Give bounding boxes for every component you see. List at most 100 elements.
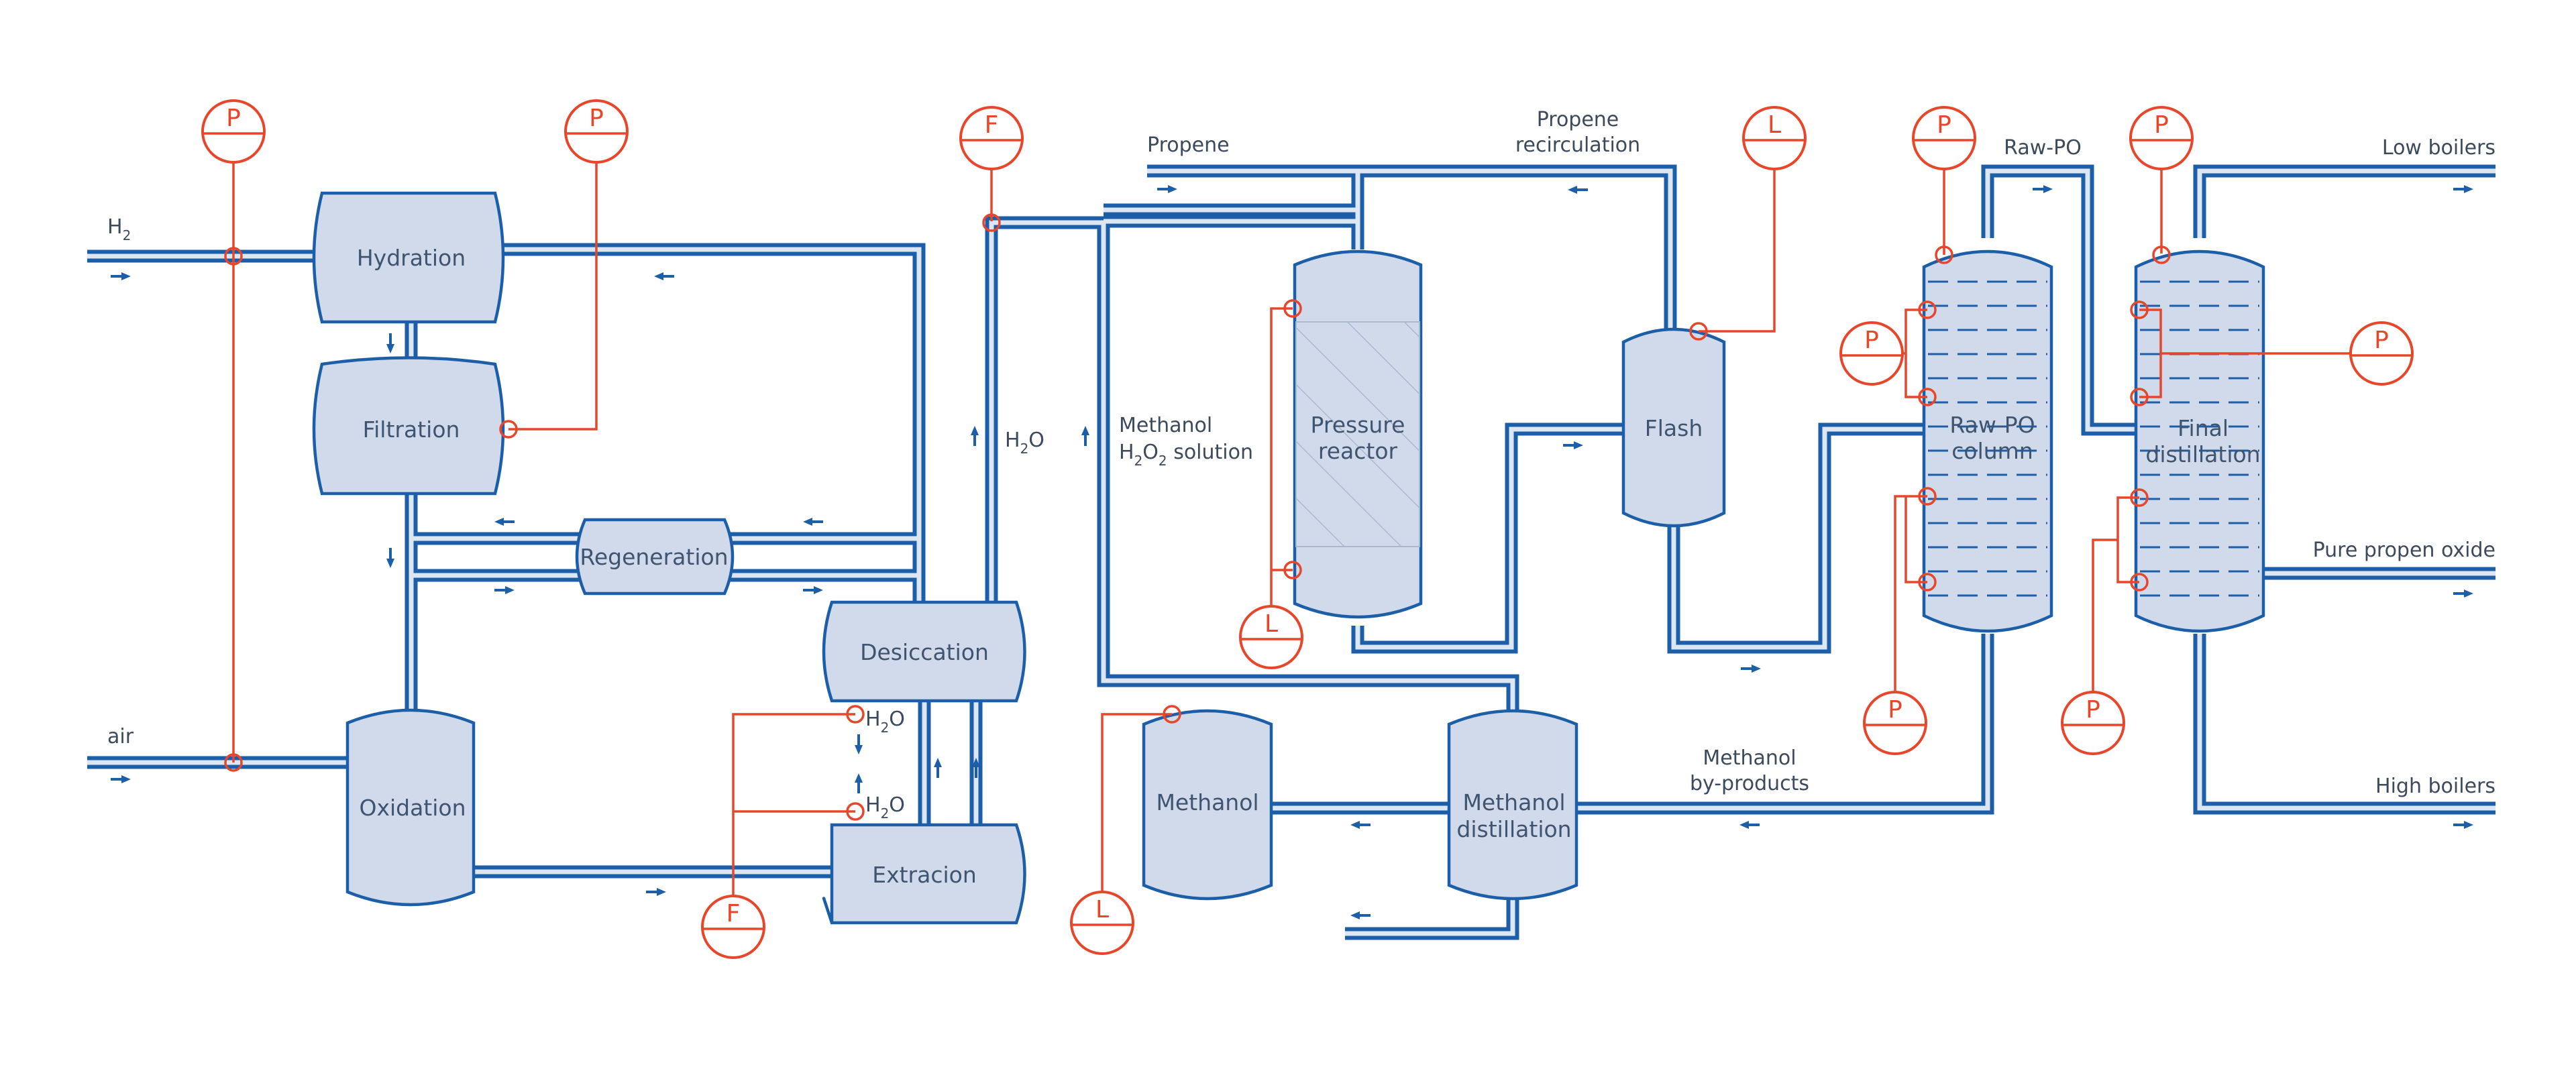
final-distillation-label-1: Final — [2178, 415, 2229, 441]
instrument-bubbles: P P F L P P P P L P P F L — [201, 99, 2414, 959]
h2o-label-top: H2O — [1005, 429, 1044, 457]
flow-arrow-icon — [803, 518, 823, 526]
methanol-distillation-label-2: distillation — [1456, 816, 1571, 842]
level-indicator-icon: L — [1239, 605, 1303, 669]
flow-arrow-icon — [2453, 821, 2473, 829]
level-indicator-icon: L — [1070, 891, 1134, 955]
desiccation-vessel — [822, 600, 1026, 703]
instrument-letter: P — [1864, 327, 1879, 354]
flow-arrow-icon — [2453, 589, 2473, 598]
raw-po-label: Raw-PO — [2004, 136, 2082, 160]
pipe-inner-16 — [1355, 427, 1623, 650]
flash-vessel — [1621, 327, 1726, 528]
pipe-outer-8 — [985, 216, 1104, 602]
pressure-indicator-icon: P — [2061, 691, 2125, 755]
methanol-byproducts-label-2: by-products — [1690, 772, 1809, 795]
flow-arrow-icon — [2453, 185, 2473, 193]
instrument-letter: P — [2374, 327, 2389, 354]
methanol-h2o2-label-1: Methanol — [1119, 414, 1212, 437]
final-distillation-label-2: distillation — [2145, 441, 2260, 467]
pipe-network — [87, 164, 2496, 940]
h2o-label-extracion: H2O — [865, 793, 905, 822]
instrument-taps — [224, 213, 2171, 821]
flow-arrow-icon — [1350, 911, 1371, 919]
pressure-indicator-icon: P — [2129, 106, 2194, 170]
instrument-letter: L — [1265, 610, 1278, 638]
methanol-label: Methanol — [1156, 789, 1258, 815]
pipe-inner-1 — [502, 247, 922, 602]
pipe-inner-11 — [1101, 221, 1515, 712]
pipe-inner-18 — [1985, 168, 2136, 432]
air-label: air — [107, 725, 134, 748]
flow-arrow-icon — [1350, 821, 1371, 829]
pressure-reactor-label-2: reactor — [1318, 438, 1398, 464]
methanol-vessel — [1142, 709, 1273, 901]
pipe-outer-19 — [2193, 164, 2496, 238]
vessels — [312, 191, 2265, 925]
raw-po-column-vessel — [1922, 249, 2053, 633]
flow-arrow-icon — [1081, 426, 1089, 446]
flow-arrow-icon — [646, 888, 666, 896]
oxidation-vessel — [345, 708, 476, 907]
pressure-indicator-icon: P — [564, 99, 629, 164]
methanol-distillation-label-1: Methanol — [1462, 789, 1565, 815]
instrument-letter: P — [589, 105, 604, 132]
pipe-inner-22 — [1576, 634, 1990, 811]
final-distillation-vessel — [2134, 249, 2265, 633]
flow-arrow-icon — [972, 758, 980, 778]
flow-arrow-icon — [654, 272, 674, 280]
filtration-label: Filtration — [363, 416, 460, 443]
pressure-indicator-icon: P — [201, 99, 266, 164]
instrument-letter: F — [985, 111, 999, 139]
low-boilers-label: Low boilers — [2382, 136, 2496, 160]
instrument-letter: L — [1768, 111, 1781, 139]
hydration-label: Hydration — [357, 245, 466, 271]
hydration-vessel — [312, 191, 505, 324]
flow-indicator-icon: F — [701, 895, 765, 959]
labels: Hydration Filtration Regeneration Desicc… — [107, 108, 2496, 888]
methanol-distillation-vessel — [1447, 709, 1578, 901]
pressure-indicator-icon: P — [1912, 106, 1976, 170]
desiccation-label: Desiccation — [860, 639, 989, 665]
pressure-indicator-icon: P — [2349, 321, 2414, 386]
extracion-vessel — [822, 823, 1026, 925]
propene-recirculation-label-2: recirculation — [1515, 133, 1640, 157]
h2-label: H2 — [107, 215, 131, 243]
pipe-inner-21 — [2197, 634, 2496, 811]
pressure-indicator-icon: P — [1839, 321, 1904, 386]
pipe-inner-19 — [2197, 168, 2496, 238]
propene-label: Propene — [1147, 133, 1230, 157]
instrument-letter: P — [1888, 696, 1902, 724]
h2o-label-desiccation: H2O — [865, 708, 905, 736]
flow-arrow-icon — [386, 333, 394, 353]
pipe-inner-8 — [989, 220, 1104, 602]
flow-arrow-icon — [494, 518, 515, 526]
pipe-inner-24 — [1345, 899, 1515, 936]
methanol-h2o2-label-2: H2O2 solution — [1119, 441, 1253, 469]
flow-arrow-icon — [1157, 185, 1177, 193]
flow-arrow-icon — [803, 586, 823, 594]
high-boilers-label: High boilers — [2375, 775, 2496, 798]
raw-po-column-label-2: column — [1951, 438, 2033, 464]
propene-recirculation-label-1: Propene — [1537, 108, 1619, 131]
instrument-letter: F — [727, 900, 741, 927]
oxidation-label: Oxidation — [359, 795, 466, 821]
flow-arrow-icon — [855, 773, 863, 793]
flow-arrow-icon — [971, 426, 979, 446]
flow-indicator-icon: F — [959, 106, 1024, 170]
pure-propen-oxide-label: Pure propen oxide — [2313, 539, 2496, 562]
catalyst-bed — [1295, 321, 1420, 547]
regeneration-vessel — [575, 518, 735, 596]
flow-arrow-icon — [934, 758, 942, 778]
flow-arrow-icon — [386, 548, 394, 568]
instrument-letter: L — [1095, 896, 1109, 923]
raw-po-column-label-1: Raw-PO — [1949, 412, 2035, 438]
regeneration-label: Regeneration — [580, 544, 728, 570]
flow-arrow-icon — [1563, 441, 1583, 449]
flash-label: Flash — [1645, 415, 1703, 441]
pressure-indicator-icon: P — [1863, 691, 1927, 755]
pipe-inner-17 — [1671, 427, 1924, 650]
flow-arrow-icon — [2033, 185, 2053, 193]
flow-arrow-icon — [494, 586, 515, 594]
